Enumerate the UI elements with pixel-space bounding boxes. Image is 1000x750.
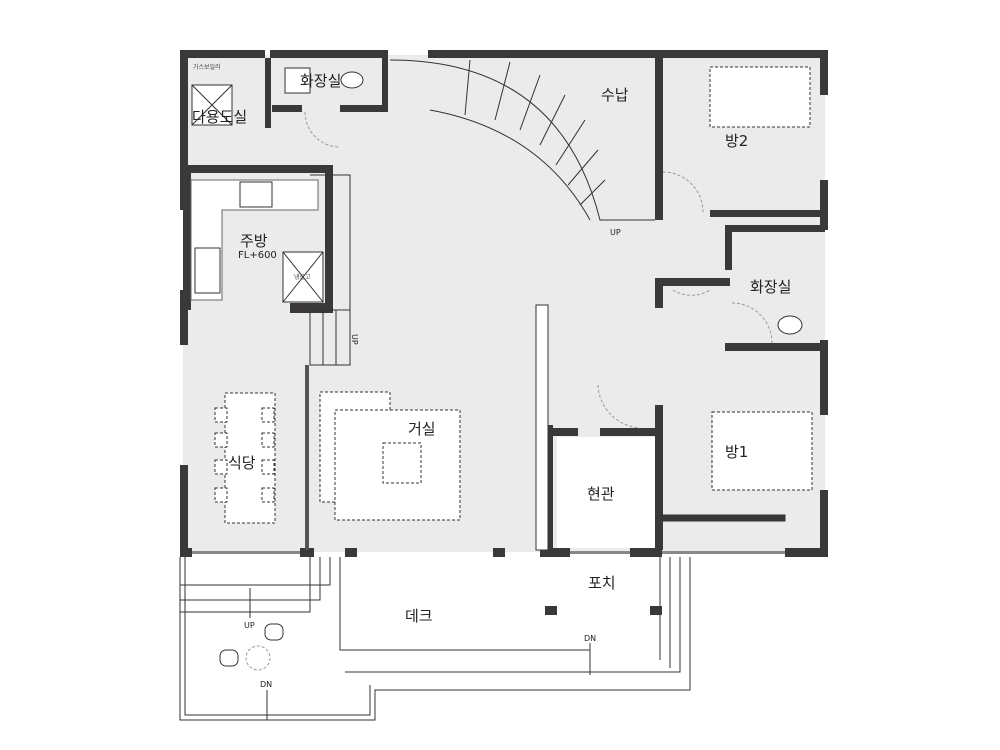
door-swings [304, 111, 773, 429]
label-utility-room: 다용도실 [192, 108, 247, 126]
dining-chairs [214, 407, 275, 503]
entrance-floor [557, 437, 655, 548]
label-boiler: 가스보일러 [193, 63, 221, 71]
label-kitchen: 주방 [240, 232, 268, 250]
main-staircase [389, 59, 655, 221]
label-deck-dn-left: DN [260, 680, 272, 689]
label-fridge: 냉장고 [294, 273, 311, 281]
label-deck: 데크 [405, 607, 433, 625]
label-deck-dn-right: DN [584, 634, 596, 643]
label-entrance: 현관 [587, 485, 615, 503]
exterior-walls [180, 50, 828, 557]
label-storage: 수납 [601, 86, 629, 104]
label-bedroom1: 방1 [725, 443, 748, 461]
label-side-stair-up: UP [350, 334, 359, 345]
label-porch: 포치 [588, 574, 616, 592]
bath-right-toilet [777, 315, 803, 335]
interior-walls [183, 58, 828, 551]
sofa [319, 391, 461, 521]
label-living-room: 거실 [408, 420, 436, 438]
bed-room2 [709, 66, 811, 128]
utility-washer [191, 84, 233, 126]
label-deck-up: UP [244, 621, 255, 630]
bed-room1 [711, 411, 813, 491]
label-bath-right: 화장실 [750, 278, 791, 296]
kitchen-counter [190, 179, 319, 301]
bath-top-toilet [284, 67, 364, 94]
side-staircase [309, 174, 351, 366]
label-dining: 식당 [228, 454, 256, 472]
label-stair-up: UP [610, 228, 621, 237]
deck-outline [179, 557, 691, 721]
label-bath-top: 화장실 [300, 72, 341, 90]
label-kitchen-level: FL+600 [238, 250, 277, 261]
label-bedroom2: 방2 [725, 132, 748, 150]
refrigerator [282, 251, 324, 303]
deck-chairs [219, 623, 284, 671]
